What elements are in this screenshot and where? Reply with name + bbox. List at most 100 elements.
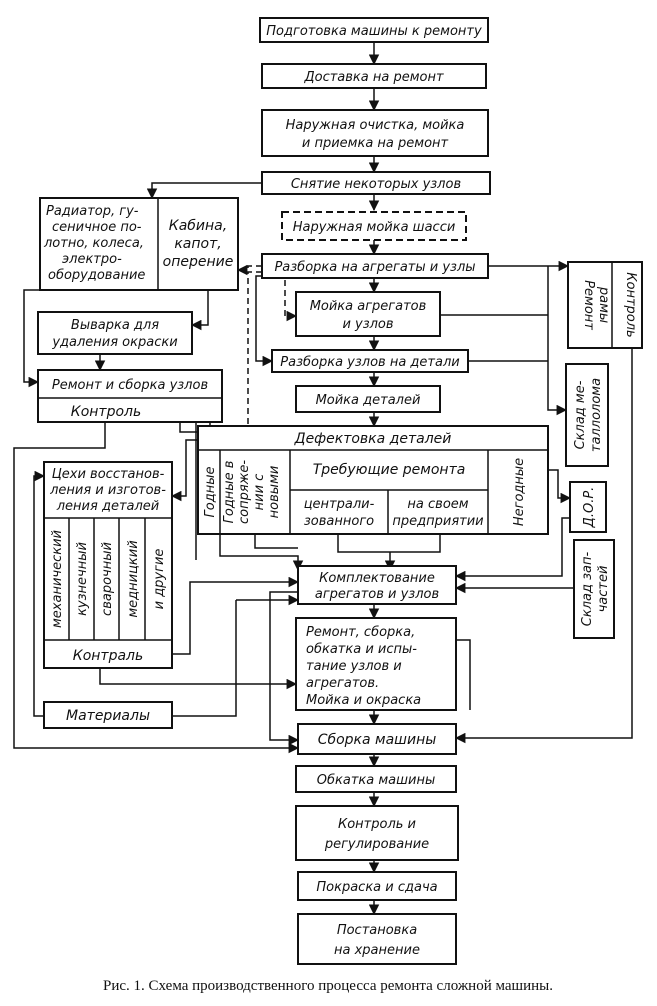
scrap-line-2: таллолома: [589, 378, 604, 452]
repair-units-label: Ремонт и сборка узлов: [52, 378, 208, 393]
burn-paint-box: Выварка для удаления окраски: [37, 311, 193, 355]
removal-box: Снятие некоторых узлов: [261, 171, 491, 195]
disassembly-aggregates-box: Разборка на агрегаты и узлы: [261, 253, 489, 279]
defect-goodpair-2: сопряже-: [237, 460, 252, 524]
repair-assembly-line-1: Ремонт, сборка,: [306, 625, 415, 640]
shop-type-mechanical: механический: [50, 530, 65, 628]
kitting-line-2: агрегатов и узлов: [315, 587, 439, 602]
wash-parts-box: Мойка деталей: [295, 385, 441, 413]
repair-assembly-line-4: агрегатов.: [306, 676, 379, 691]
repair-assembly-line-3: тание узлов и: [306, 659, 402, 674]
storage-box: Постановка на хранение: [297, 913, 457, 965]
defect-title: Дефектовка деталей: [294, 431, 452, 447]
defect-goodpair-4: новыми: [267, 466, 282, 519]
radiator-line-1: Радиатор, гу-: [46, 204, 139, 219]
wash-aggregates-box: Мойка агрегатов и узлов: [295, 291, 441, 337]
chassis-wash-box: Наружная мойка шасси: [281, 211, 467, 241]
arrow-bypass-parts: [255, 275, 274, 367]
storage-line-2: на хранение: [334, 943, 420, 958]
workshops-control: Контраль: [73, 648, 143, 664]
repair-units-box: Ремонт и сборка узлов Контроль: [37, 369, 223, 423]
defect-unusable: Негодные: [512, 458, 527, 526]
materials-label: Материалы: [66, 708, 150, 724]
arrow-good-kitting: [219, 534, 304, 572]
arrow-to-scrap: [547, 266, 568, 416]
dashed-disassembly-defect: [247, 271, 262, 426]
frame-box: Ремонт рамы Контроль: [567, 261, 643, 349]
dor-box: Д.О.Р.: [569, 481, 607, 533]
frame-repair-1: Ремонт: [581, 280, 596, 330]
assembly-label: Сборка машины: [318, 732, 437, 748]
arrow-radiator-repair: [23, 289, 40, 388]
dashed-to-wash: [284, 270, 298, 322]
wash-aggregates-line-2: и узлов: [342, 317, 393, 332]
defect-goodpair-3: нии с: [252, 474, 267, 511]
defect-block: Дефектовка деталей Годные Годные в сопря…: [197, 425, 549, 535]
spare-parts-line-2: частей: [596, 566, 611, 613]
prep-box: Подготовка машины к ремонту: [259, 17, 489, 43]
arrow-cabin-burn: [190, 290, 209, 331]
line-repair-right: [456, 639, 471, 710]
removal-label: Снятие некоторых узлов: [291, 177, 461, 192]
radiator-line-5: оборудование: [48, 268, 145, 283]
workshops-line-1: Цехи восстанов-: [52, 467, 165, 482]
delivery-box: Доставка на ремонт: [261, 63, 487, 89]
frame-repair-2: рамы: [596, 286, 611, 323]
workshops-box: Цехи восстанов- ления и изготов- ления д…: [43, 461, 173, 669]
control-adjust-box: Контроль и регулирование: [295, 805, 459, 861]
arrow-workshops-kitting: [172, 576, 300, 655]
painting-label: Покраска и сдача: [316, 880, 437, 895]
control-left-label: Контроль: [71, 404, 141, 420]
frame-control: Контроль: [623, 272, 638, 337]
materials-box: Материалы: [43, 701, 173, 729]
arrow-dor-kitting: [454, 517, 570, 582]
repair-assembly-line-2: обкатка и испы-: [306, 642, 417, 657]
burn-paint-line-2: удаления окраски: [51, 335, 177, 350]
arrow-removal-leftgroup: [146, 182, 262, 200]
workshops-line-2: ления и изготов-: [49, 483, 166, 498]
control-adjust-line-1: Контроль и: [338, 817, 416, 832]
shop-type-forge: кузнечный: [75, 542, 90, 616]
chassis-wash-label: Наружная мойка шасси: [293, 220, 456, 235]
outer-cleaning-box: Наружная очистка, мойка и приемка на рем…: [261, 109, 489, 157]
defect-need-repair: Требующие ремонта: [313, 462, 466, 478]
line-repair-join: [337, 534, 441, 553]
arrow-control-assembly: [13, 422, 300, 754]
running-in-label: Обкатка машины: [317, 773, 435, 788]
defect-goodpair-1: Годные в: [222, 461, 237, 524]
figure-caption: Рис. 1. Схема производственного процесса…: [103, 978, 553, 994]
arrow-frame-assembly: [454, 348, 633, 744]
defect-own-1: на своем: [407, 497, 468, 512]
repair-assembly-box: Ремонт, сборка, обкатка и испы- тание уз…: [295, 617, 457, 711]
shop-type-other: и другие: [152, 549, 167, 610]
scrap-line-1: Склад ме-: [573, 380, 588, 449]
cabin-line-2: капот,: [174, 236, 221, 252]
disassembly-parts-box: Разборка узлов на детали: [271, 349, 469, 373]
arrow-defect-workshops: [170, 439, 198, 502]
radiator-line-3: лотно, колеса,: [43, 236, 144, 251]
running-in-box: Обкатка машины: [295, 765, 457, 793]
dor-label: Д.О.Р.: [582, 487, 597, 529]
wash-parts-label: Мойка деталей: [316, 393, 421, 408]
connectors: [13, 42, 633, 916]
arrow-workshops-repairblock: [99, 668, 298, 690]
cabin-line-1: Кабина,: [169, 218, 227, 234]
assembly-box: Сборка машины: [297, 723, 457, 755]
workshops-line-3: ления деталей: [56, 499, 160, 514]
arrow-disassembly-cabin: [236, 264, 262, 276]
kitting-line-1: Комплектование: [319, 571, 435, 586]
defect-own-2: предприятии: [392, 514, 483, 529]
disassembly-aggregates-label: Разборка на агрегаты и узлы: [274, 260, 475, 275]
arrow-kitting-assembly: [269, 591, 300, 746]
arrow-unusable-dor: [548, 469, 572, 504]
defect-centralized-2: зованного: [304, 514, 374, 529]
scrap-box: Склад ме- таллолома: [565, 363, 609, 467]
spare-parts-line-1: Склад зап-: [580, 551, 595, 626]
storage-line-1: Постановка: [337, 923, 417, 938]
disassembly-parts-label: Разборка узлов на детали: [280, 355, 459, 370]
painting-box: Покраска и сдача: [297, 871, 457, 901]
shop-type-welding: сварочный: [100, 542, 115, 616]
arrow-materials-workshops: [33, 470, 46, 717]
prep-label: Подготовка машины к ремонту: [266, 24, 482, 39]
